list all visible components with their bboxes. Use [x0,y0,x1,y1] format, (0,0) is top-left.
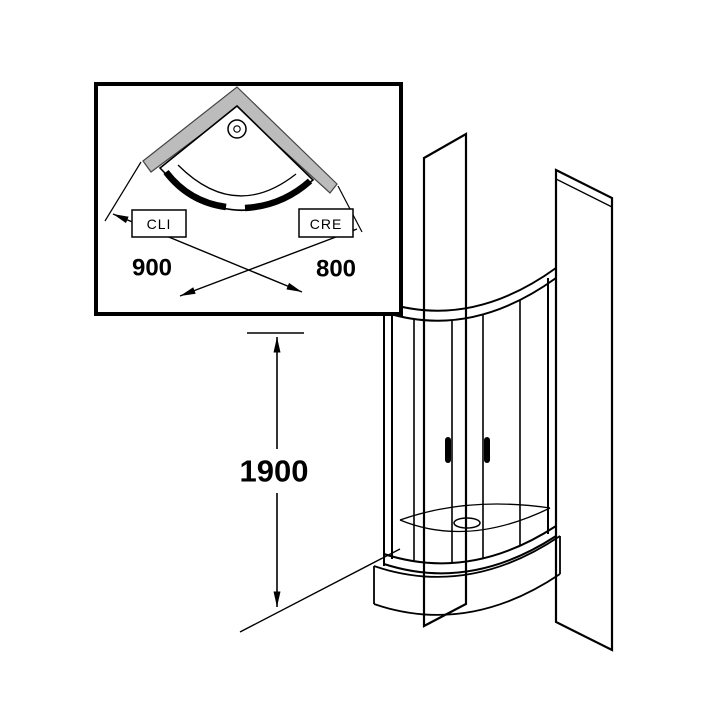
tray-base [373,573,561,616]
cre-label-text: CRE [310,216,343,232]
enclosure-frame [383,267,557,575]
glass-bottom-rail-outer [383,535,557,575]
tray-basin-arc [177,164,297,197]
bottom-extension-line [239,548,401,633]
wall-left [422,132,468,628]
label-cli: CLI [131,209,187,238]
tray-rim [373,535,561,578]
drain-plan [227,119,247,139]
tray-floor-back [399,503,551,521]
cli-label-box [131,209,187,238]
dimension-800: 800 [179,228,358,297]
cre-label-box [298,208,354,238]
plan-inset: 900 800 CLI CRE [94,82,403,316]
sliding-door-left-arc [163,169,227,211]
width-left-value: 900 [132,255,172,282]
height-value: 1900 [240,454,309,489]
wall-right [554,168,614,652]
drain [453,517,481,529]
isometric-view: 1900 [239,132,614,652]
dim-line-800 [179,228,358,297]
wall-left-panel [422,132,468,628]
glass-bottom-rail-inner [383,525,557,565]
door-handles [445,437,490,463]
wall-right-thickness-line [555,178,613,208]
extension-line-left [104,161,142,222]
door-handle-left [445,437,451,463]
glass-top-rail-outer [383,267,557,312]
wall-right-panel [554,168,614,652]
height-dimension: 1900 [239,332,401,633]
width-right-value: 800 [316,256,356,283]
tray-floor-front [399,507,551,533]
label-cre: CRE [298,208,354,238]
door-handle-right [484,437,490,463]
shower-tray [373,503,561,616]
glass-top-rail-inner [383,277,557,322]
sliding-door-right-arc [244,178,313,212]
drain-plan-center [233,125,241,133]
cli-label-text: CLI [147,216,172,232]
